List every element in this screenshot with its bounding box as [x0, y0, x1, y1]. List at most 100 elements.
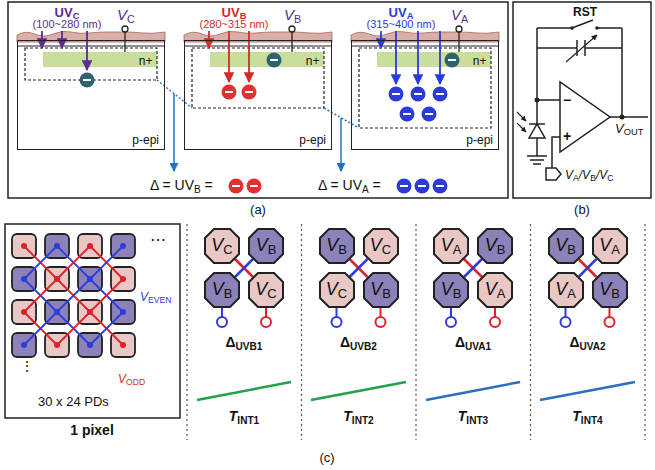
signal-name: VC: [255, 279, 276, 302]
readout-node: [54, 342, 60, 348]
text-run: T: [458, 408, 467, 424]
text-run: V: [211, 235, 223, 255]
text-run: T: [572, 408, 581, 424]
text-run: −: [563, 92, 571, 108]
text-run: (c): [319, 450, 334, 465]
text-run: V: [118, 372, 126, 386]
junction-dot: [620, 115, 625, 120]
panel-label: (a): [250, 202, 266, 218]
electron: [222, 85, 237, 100]
pin-wire: [124, 32, 125, 52]
readout-node: [87, 243, 93, 249]
text-run: n+: [139, 54, 153, 68]
octagon-shape: [364, 229, 398, 263]
integration-ramp: [540, 382, 635, 400]
terminal-circle: [490, 317, 500, 327]
integration-ramp: [197, 382, 291, 400]
photodiode-octagon: VB: [363, 272, 399, 308]
signal-name: VA: [441, 235, 462, 258]
text-run: V: [599, 279, 611, 299]
readout-line: [57, 246, 90, 279]
switch-contact: [570, 26, 574, 30]
light-arrow: [517, 123, 526, 132]
text-run: V: [284, 6, 294, 23]
terminal-stub: [265, 308, 267, 317]
panel-label: (b): [574, 202, 590, 218]
electron: [445, 53, 460, 68]
wire: [536, 138, 538, 156]
octagon-shape: [549, 229, 583, 263]
text-run: V: [117, 6, 127, 23]
text-run: B: [294, 13, 301, 25]
photodiode-octagon: VB: [548, 228, 584, 264]
readout-node: [120, 243, 126, 249]
panel-frame: [513, 2, 651, 198]
text-run: n+: [306, 54, 320, 68]
text-run: V: [565, 168, 573, 182]
text-run: B: [224, 286, 233, 301]
region-label: p-epi: [132, 133, 159, 147]
signal-name: VB: [485, 235, 506, 258]
signal-name: VC: [326, 279, 347, 302]
electron: [433, 87, 448, 102]
octagon-shape: [249, 273, 283, 307]
octagon-shape: [249, 229, 283, 263]
octagon-shape: [593, 273, 627, 307]
difference-arrow: [340, 118, 342, 171]
panel-label: (c): [319, 450, 334, 466]
signal-name: VC: [211, 235, 232, 258]
text-run: B: [497, 242, 506, 257]
wire: [537, 27, 572, 29]
text-run: V: [451, 6, 461, 23]
text-run: ⋮: [20, 358, 34, 374]
text-run: (100~280 nm): [33, 18, 102, 30]
terminal-circle: [217, 317, 227, 327]
n-plus-region: n+: [377, 52, 491, 71]
text-run: Δ: [340, 334, 350, 350]
readout-line: [90, 246, 123, 279]
electron: [397, 179, 412, 194]
text-run: A: [461, 13, 468, 25]
text-run: p-epi: [132, 133, 159, 147]
panel-frame: [8, 2, 508, 198]
pin-wire: [458, 32, 459, 52]
readout-connection: [350, 259, 368, 277]
text-run: V: [370, 279, 382, 299]
terminal-circle: [332, 317, 342, 327]
region-label: n+: [473, 54, 487, 68]
octagon-shape: [320, 229, 354, 263]
text-run: Δ: [226, 334, 236, 350]
octagon-shape: [205, 229, 239, 263]
text-run: Δ = UV: [318, 177, 362, 193]
readout-node: [54, 276, 60, 282]
readout-node: [87, 276, 93, 282]
photodiode-cross-section: p-epi n+: [17, 40, 165, 150]
text-run: C: [607, 173, 613, 183]
photodiode-octagon: VC: [363, 228, 399, 264]
signal-name: VA: [599, 235, 620, 258]
output-terminal: [446, 308, 456, 327]
readout-connection: [235, 259, 253, 277]
wire: [536, 100, 538, 124]
text-run: V: [441, 235, 453, 255]
output-terminal: [490, 308, 500, 327]
difference-label: ΔUVB2: [340, 334, 377, 353]
phase-separator: [530, 224, 531, 440]
text-run: =: [369, 177, 381, 193]
terminal-stub: [380, 308, 382, 317]
readout-line: [90, 279, 123, 312]
opamp-symbol: [560, 82, 610, 152]
uv-arrow: [395, 31, 397, 84]
readout-node: [54, 309, 60, 315]
output-terminal: [217, 308, 227, 327]
text-run: UV: [222, 5, 240, 20]
text-run: B: [338, 242, 347, 257]
readout-node: [120, 276, 126, 282]
difference-equation: Δ = UVB =: [150, 177, 213, 196]
readout-node: [21, 243, 27, 249]
text-run: V: [140, 290, 148, 304]
surface-layers: [351, 31, 499, 67]
signal-name: VB: [326, 235, 347, 258]
output-terminal: [261, 308, 271, 327]
text-run: INT2: [352, 415, 374, 426]
